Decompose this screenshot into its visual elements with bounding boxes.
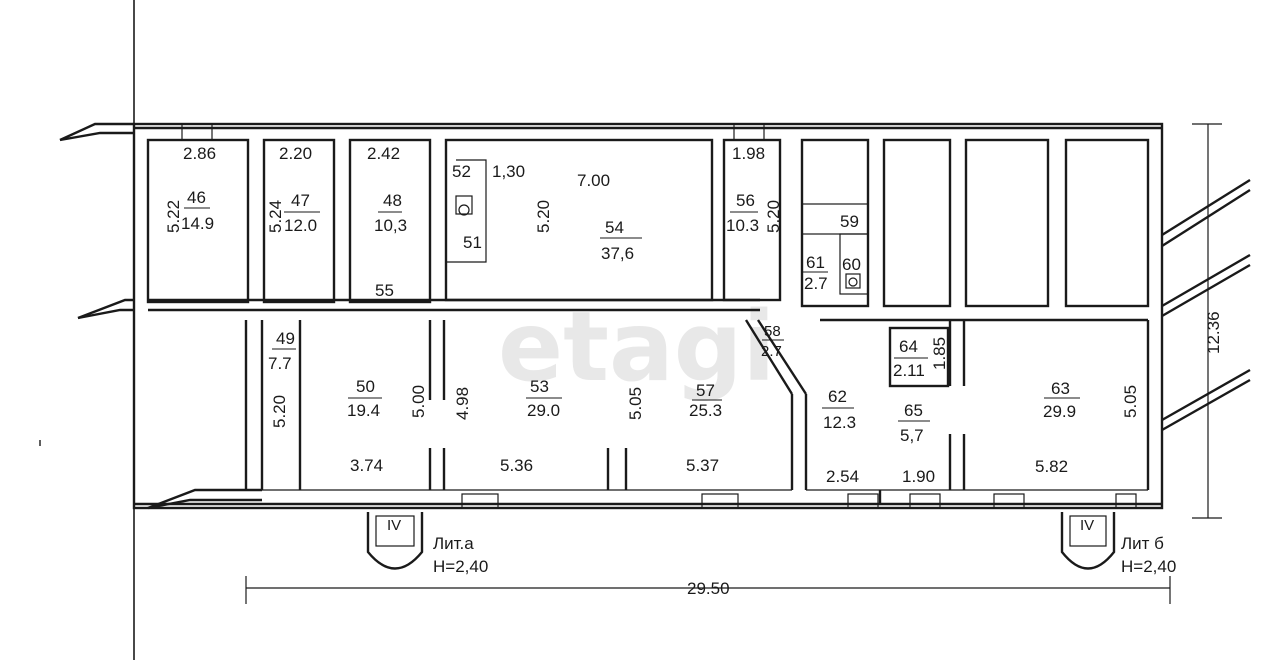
dim-label: 5.05 <box>626 387 645 420</box>
outer-walls <box>59 122 1251 510</box>
dim-label: 5.05 <box>1121 385 1140 418</box>
room-number: 62 <box>828 387 847 406</box>
dim-label: 2.20 <box>279 144 312 163</box>
dim-label: 5.24 <box>266 200 285 233</box>
room-48: 48 10,3 <box>374 191 407 235</box>
room-number: 46 <box>187 188 206 207</box>
dim-label: 5.20 <box>534 200 553 233</box>
dim-label: 2.42 <box>367 144 400 163</box>
room-number: 57 <box>696 381 715 400</box>
room-49: 49 7.7 <box>268 329 296 373</box>
room-57: 57 25.3 <box>689 381 722 420</box>
entrance-porch-a <box>366 512 424 570</box>
room-number: 65 <box>904 401 923 420</box>
dim-label: 4.98 <box>453 387 472 420</box>
room-61: 61 2.7 <box>802 253 828 293</box>
room-58: 58 2.7 <box>761 323 784 360</box>
room-area: 5,7 <box>900 426 924 445</box>
room-60: 60 <box>842 255 861 274</box>
room-area: 14.9 <box>181 214 214 233</box>
room-area: 2.11 <box>893 361 925 380</box>
room-51: 51 <box>463 233 482 252</box>
room-number: 56 <box>736 191 755 210</box>
room-46: 46 14.9 <box>181 188 214 233</box>
room-65: 65 5,7 <box>898 401 930 445</box>
room-56: 56 10.3 <box>726 191 759 235</box>
dim-label: 7.00 <box>577 171 610 190</box>
room-number: 63 <box>1051 379 1070 398</box>
room-area: 12.0 <box>284 216 317 235</box>
room-area: 19.4 <box>347 401 380 420</box>
dim-label: 5.82 <box>1035 457 1068 476</box>
dim-label: 5.20 <box>270 395 289 428</box>
dim-label: 1.98 <box>732 144 765 163</box>
roman-numeral: IV <box>387 517 401 534</box>
room-64: 64 2.11 <box>893 337 928 380</box>
room-area: 2.7 <box>761 343 782 360</box>
room-59: 59 <box>840 212 859 231</box>
building-letter: Лит.а <box>433 534 474 553</box>
building-letter: Лит б <box>1121 534 1164 553</box>
room-number: 55 <box>375 281 394 300</box>
room-area: 10.3 <box>726 216 759 235</box>
room-number: 50 <box>356 377 375 396</box>
room-63: 63 29.9 <box>1043 379 1080 421</box>
room-number: 59 <box>840 212 859 231</box>
room-number: 61 <box>806 253 825 272</box>
room-62: 62 12.3 <box>822 387 856 432</box>
room-area: 12.3 <box>823 413 856 432</box>
dimension-labels: 2.86 2.20 2.42 1,30 7.00 1.98 3.74 5.36 … <box>164 144 1223 598</box>
room-area: 37,6 <box>601 244 634 263</box>
dim-label-total-height: 12.36 <box>1204 311 1223 354</box>
dim-label: 5.36 <box>500 456 533 475</box>
room-55: 55 <box>375 281 394 300</box>
room-number: 51 <box>463 233 482 252</box>
interior-walls <box>146 123 1150 509</box>
room-53: 53 29.0 <box>526 377 562 420</box>
room-number: 60 <box>842 255 861 274</box>
dim-label: 5.22 <box>164 200 183 233</box>
room-number: 58 <box>764 323 781 340</box>
dim-label: 3.74 <box>350 456 383 475</box>
dim-label: 1.85 <box>930 337 949 370</box>
room-number: 48 <box>383 191 402 210</box>
room-50: 50 19.4 <box>347 377 382 420</box>
room-47: 47 12.0 <box>284 191 320 235</box>
room-number: 64 <box>899 337 918 356</box>
dim-label: 5.20 <box>764 200 783 233</box>
dim-label: 5.00 <box>409 385 428 418</box>
room-area: 29.0 <box>527 401 560 420</box>
entrance-a-labels: IV Лит.а H=2,40 <box>387 517 488 576</box>
dim-label: 1,30 <box>492 162 525 181</box>
dim-label: 5.37 <box>686 456 719 475</box>
room-number: 47 <box>291 191 310 210</box>
ceiling-height: H=2,40 <box>433 557 488 576</box>
dimension-lines <box>245 123 1222 604</box>
room-area: 2.7 <box>804 274 828 293</box>
room-area: 7.7 <box>268 354 292 373</box>
roman-numeral: IV <box>1080 517 1094 534</box>
room-area: 25.3 <box>689 401 722 420</box>
room-area: 10,3 <box>374 216 407 235</box>
room-number: 49 <box>276 329 295 348</box>
entrance-porch-b <box>1060 512 1116 570</box>
dim-label: 2.86 <box>183 144 216 163</box>
dim-label: 1.90 <box>902 467 935 486</box>
room-number: 53 <box>530 377 549 396</box>
room-area: 29.9 <box>1043 402 1076 421</box>
ceiling-height: H=2,40 <box>1121 557 1176 576</box>
dim-label-total-width: 29.50 <box>687 579 730 598</box>
dim-label: 2.54 <box>826 467 859 486</box>
entrance-b-labels: IV Лит б H=2,40 <box>1080 517 1176 576</box>
room-52: 52 <box>452 162 471 181</box>
room-number: 52 <box>452 162 471 181</box>
room-number: 54 <box>605 218 624 237</box>
room-54: 54 37,6 <box>600 218 642 263</box>
